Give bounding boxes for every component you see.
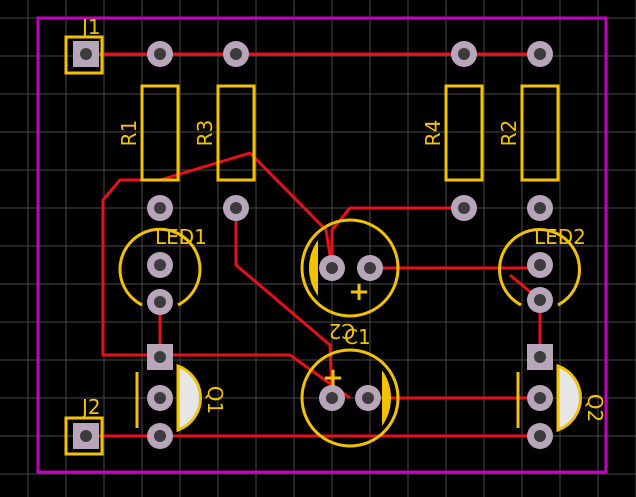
pad-led2-2[interactable] — [527, 287, 553, 313]
trace-r3-c1 — [234, 208, 334, 399]
pad-q2-2[interactable] — [527, 385, 553, 411]
board-outline — [36, 16, 608, 474]
led2-outline — [498, 228, 581, 307]
pad-hole — [534, 48, 546, 60]
pad-hole — [230, 48, 242, 60]
pad-r2-1[interactable] — [527, 41, 553, 67]
pad-hole — [154, 351, 166, 363]
pads — [73, 41, 553, 449]
pad-c1-pos[interactable] — [319, 385, 345, 411]
label-j2: J2 — [80, 395, 101, 419]
q1-body — [176, 363, 203, 433]
pad-q1-2[interactable] — [147, 385, 173, 411]
label-r4: R4 — [421, 120, 445, 147]
pad-j1[interactable] — [73, 41, 99, 67]
trace-r3-c2 — [159, 151, 334, 269]
c2-plus-mark: + — [348, 277, 370, 307]
pad-hole — [326, 262, 338, 274]
pad-led1-2[interactable] — [147, 289, 173, 315]
label-q1: Q1 — [203, 386, 227, 414]
r1-outline — [140, 84, 180, 182]
label-c2: C2 — [329, 319, 356, 343]
pad-led1-1[interactable] — [147, 252, 173, 278]
pad-hole — [230, 202, 242, 214]
pad-hole — [80, 48, 92, 60]
label-led2: LED2 — [534, 225, 586, 249]
trace-r1-q1 — [101, 178, 160, 357]
pad-q2-3[interactable] — [527, 423, 553, 449]
pad-hole — [364, 262, 376, 274]
label-r2: R2 — [497, 120, 521, 147]
pad-r1-2[interactable] — [147, 195, 173, 221]
pad-hole — [80, 430, 92, 442]
pad-hole — [326, 392, 338, 404]
label-q2: Q2 — [583, 394, 607, 422]
label-led1: LED1 — [155, 225, 207, 249]
c2-outline — [300, 218, 400, 318]
pad-c2-neg[interactable] — [319, 255, 345, 281]
trace-q1-c1 — [160, 353, 351, 400]
pad-j2[interactable] — [73, 423, 99, 449]
pad-r4-2[interactable] — [451, 195, 477, 221]
pad-hole — [154, 48, 166, 60]
pad-led2-1[interactable] — [527, 252, 553, 278]
label-r3: R3 — [193, 120, 217, 147]
pad-r4-1[interactable] — [451, 41, 477, 67]
pad-hole — [458, 202, 470, 214]
c1-polarity-band — [382, 370, 392, 426]
j1-outline — [64, 35, 104, 75]
pad-hole — [534, 202, 546, 214]
c1-plus-mark: + — [322, 363, 344, 393]
led1-outline — [118, 227, 202, 307]
pad-q1-1[interactable] — [147, 344, 173, 370]
pad-c2-pos[interactable] — [357, 255, 383, 281]
label-j1: J1 — [80, 15, 101, 39]
silkscreen-fills — [308, 240, 392, 426]
pad-hole — [534, 351, 546, 363]
trace-c2-r4 — [330, 206, 464, 268]
pad-hole — [534, 294, 546, 306]
pad-q2-1[interactable] — [527, 344, 553, 370]
pad-hole — [534, 259, 546, 271]
pad-r1-1[interactable] — [147, 41, 173, 67]
pad-q1-3[interactable] — [147, 423, 173, 449]
r4-outline — [444, 84, 484, 182]
pad-r2-2[interactable] — [527, 195, 553, 221]
pad-hole — [534, 430, 546, 442]
r3-outline — [216, 84, 256, 182]
label-c1: C1 — [344, 325, 371, 349]
pad-hole — [458, 48, 470, 60]
pad-hole — [154, 202, 166, 214]
pad-hole — [534, 392, 546, 404]
pad-r3-1[interactable] — [223, 41, 249, 67]
pad-hole — [362, 392, 374, 404]
silkscreen — [64, 35, 581, 456]
pad-r3-2[interactable] — [223, 195, 249, 221]
pad-hole — [154, 392, 166, 404]
r2-outline — [520, 84, 560, 182]
pad-hole — [154, 430, 166, 442]
j2-outline — [64, 416, 104, 456]
q2-body — [556, 363, 583, 433]
c2-polarity-band — [308, 240, 318, 296]
c1-outline — [300, 348, 400, 448]
pad-c1-neg[interactable] — [355, 385, 381, 411]
label-r1: R1 — [117, 120, 141, 147]
pad-hole — [154, 296, 166, 308]
pad-hole — [154, 259, 166, 271]
